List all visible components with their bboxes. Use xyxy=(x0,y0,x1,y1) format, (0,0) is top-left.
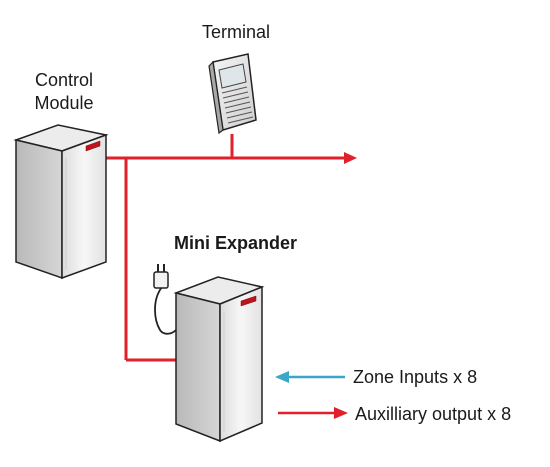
aux-output-label: Auxilliary output x 8 xyxy=(355,404,512,424)
mini-expander-accent xyxy=(240,295,257,307)
terminal-label: Terminal xyxy=(201,22,271,42)
power-plug-icon xyxy=(153,264,177,335)
aux-output-arrow-head xyxy=(334,407,348,419)
control-module-label-line1: Control xyxy=(34,70,94,90)
control-module-label-line2: Module xyxy=(34,93,94,113)
aux-output-arrow xyxy=(278,407,348,419)
control-module-cabinet-icon xyxy=(13,124,109,280)
keypad-terminal-icon xyxy=(208,53,257,135)
zone-inputs-arrow-head xyxy=(275,371,289,383)
zone-inputs-arrow xyxy=(275,371,345,383)
bus-wiring xyxy=(106,134,357,362)
bus-arrow-head xyxy=(344,152,357,164)
mini-expander-cabinet-icon xyxy=(173,276,265,443)
control-module-accent xyxy=(85,140,101,152)
zone-inputs-label: Zone Inputs x 8 xyxy=(353,367,478,387)
mini-expander-label: Mini Expander xyxy=(174,233,298,253)
